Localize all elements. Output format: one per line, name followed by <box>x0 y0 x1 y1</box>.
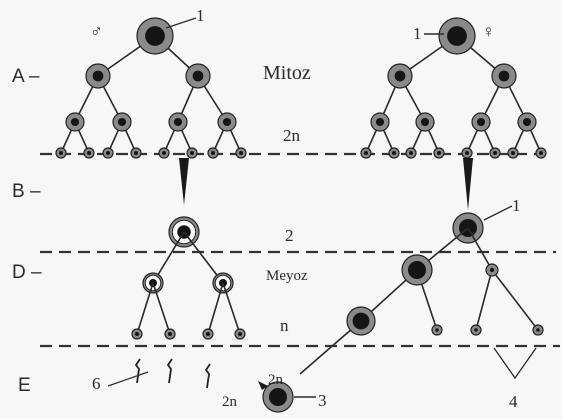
spermatid-cell <box>234 328 246 340</box>
marker-1-oocyte: 1 <box>512 196 521 215</box>
meiosis-branch-female <box>475 269 493 331</box>
polar-body <box>431 324 443 336</box>
sperm-cell <box>134 358 141 384</box>
meiosis-branch-male <box>183 231 224 284</box>
spermatogonium-cell <box>158 147 170 159</box>
oogonium-cell <box>491 63 517 89</box>
meiosis-branch-male <box>136 282 154 335</box>
oogonium-cell <box>489 147 501 159</box>
spermatogonium-cell <box>55 147 67 159</box>
oogonium-cell <box>461 147 473 159</box>
phase-label-a: A – <box>12 66 40 87</box>
oogonium-cell <box>405 147 417 159</box>
spermatogonium-cell <box>112 112 132 132</box>
female-symbol: ♀ <box>482 22 495 41</box>
meiosis-branch-female <box>467 227 493 271</box>
marker-1-male-pointer <box>165 17 197 29</box>
phase-d-text: D <box>12 262 26 283</box>
oogonium-cell <box>415 112 435 132</box>
marker-6-pointer <box>107 371 149 387</box>
sperm-cell <box>166 358 173 384</box>
marker-1-female: 1 <box>413 24 422 43</box>
zygote-cell <box>262 381 294 413</box>
marker-6-sperm: 6 <box>92 374 101 393</box>
marker-1-male: 1 <box>196 6 205 25</box>
phase-label-d: D – <box>12 262 42 283</box>
oogonium-cell <box>471 112 491 132</box>
fertilization-arrow <box>258 381 268 390</box>
phase-a-text: A <box>12 66 24 87</box>
polar-bodies-bracket <box>493 347 537 380</box>
marker-4-polar-bodies: 4 <box>509 392 518 411</box>
spermatogonium-cell <box>83 147 95 159</box>
polar-body <box>470 324 482 336</box>
zygote-ploidy-top: 2n <box>268 372 283 388</box>
oogonium-cell <box>517 112 537 132</box>
polar-body <box>532 324 544 336</box>
spermatid-cell <box>164 328 176 340</box>
ootid-cell <box>346 306 376 336</box>
polar-body <box>485 263 499 277</box>
spermatogonium-cell <box>185 63 211 89</box>
meiosis-branch-female <box>491 269 539 331</box>
meiosis-branch-male <box>207 282 224 335</box>
secondary-oocyte <box>401 254 433 286</box>
ploidy-2-label: 2 <box>285 226 294 245</box>
sperm-cell <box>204 363 211 389</box>
spermatogonium-cell <box>168 112 188 132</box>
ploidy-n-label: n <box>280 316 289 335</box>
growth-wedge-male <box>179 158 189 205</box>
oogonium-cell <box>438 17 476 55</box>
oogonium-cell <box>507 147 519 159</box>
phase-b-text: B <box>12 181 25 202</box>
phase-label-e: E <box>18 375 31 396</box>
spermatogonium-cell <box>102 147 114 159</box>
oogonium-cell <box>360 147 372 159</box>
meiosis-branch-male <box>152 282 171 335</box>
oogonium-cell <box>535 147 547 159</box>
zygote-ploidy-left: 2n <box>222 394 237 410</box>
marker-1-oocyte-pointer <box>483 205 513 221</box>
oogonium-cell <box>388 147 400 159</box>
spermatid-cell <box>131 328 143 340</box>
growth-wedge-female <box>463 158 473 210</box>
spermatid-cell <box>202 328 214 340</box>
oogonium-cell <box>433 147 445 159</box>
male-symbol: ♂ <box>90 22 103 41</box>
mitosis-label: Mitoz <box>263 62 311 84</box>
spermatogonium-cell <box>207 147 219 159</box>
spermatogonium-cell <box>130 147 142 159</box>
meiosis-label: Meyoz <box>266 268 308 284</box>
oogonium-cell <box>370 112 390 132</box>
spermatogonium-cell <box>217 112 237 132</box>
spermatogonium-cell <box>136 17 174 55</box>
marker-3-zygote: 3 <box>318 391 327 410</box>
phase-label-b: B – <box>12 181 41 202</box>
spermatogonium-cell <box>85 63 111 89</box>
oogonium-cell <box>387 63 413 89</box>
spermatogonium-cell <box>235 147 247 159</box>
meiosis-branch-male <box>222 282 241 335</box>
spermatogonium-cell <box>186 147 198 159</box>
spermatogonium-cell <box>65 112 85 132</box>
ploidy-2n-label: 2n <box>283 126 300 145</box>
